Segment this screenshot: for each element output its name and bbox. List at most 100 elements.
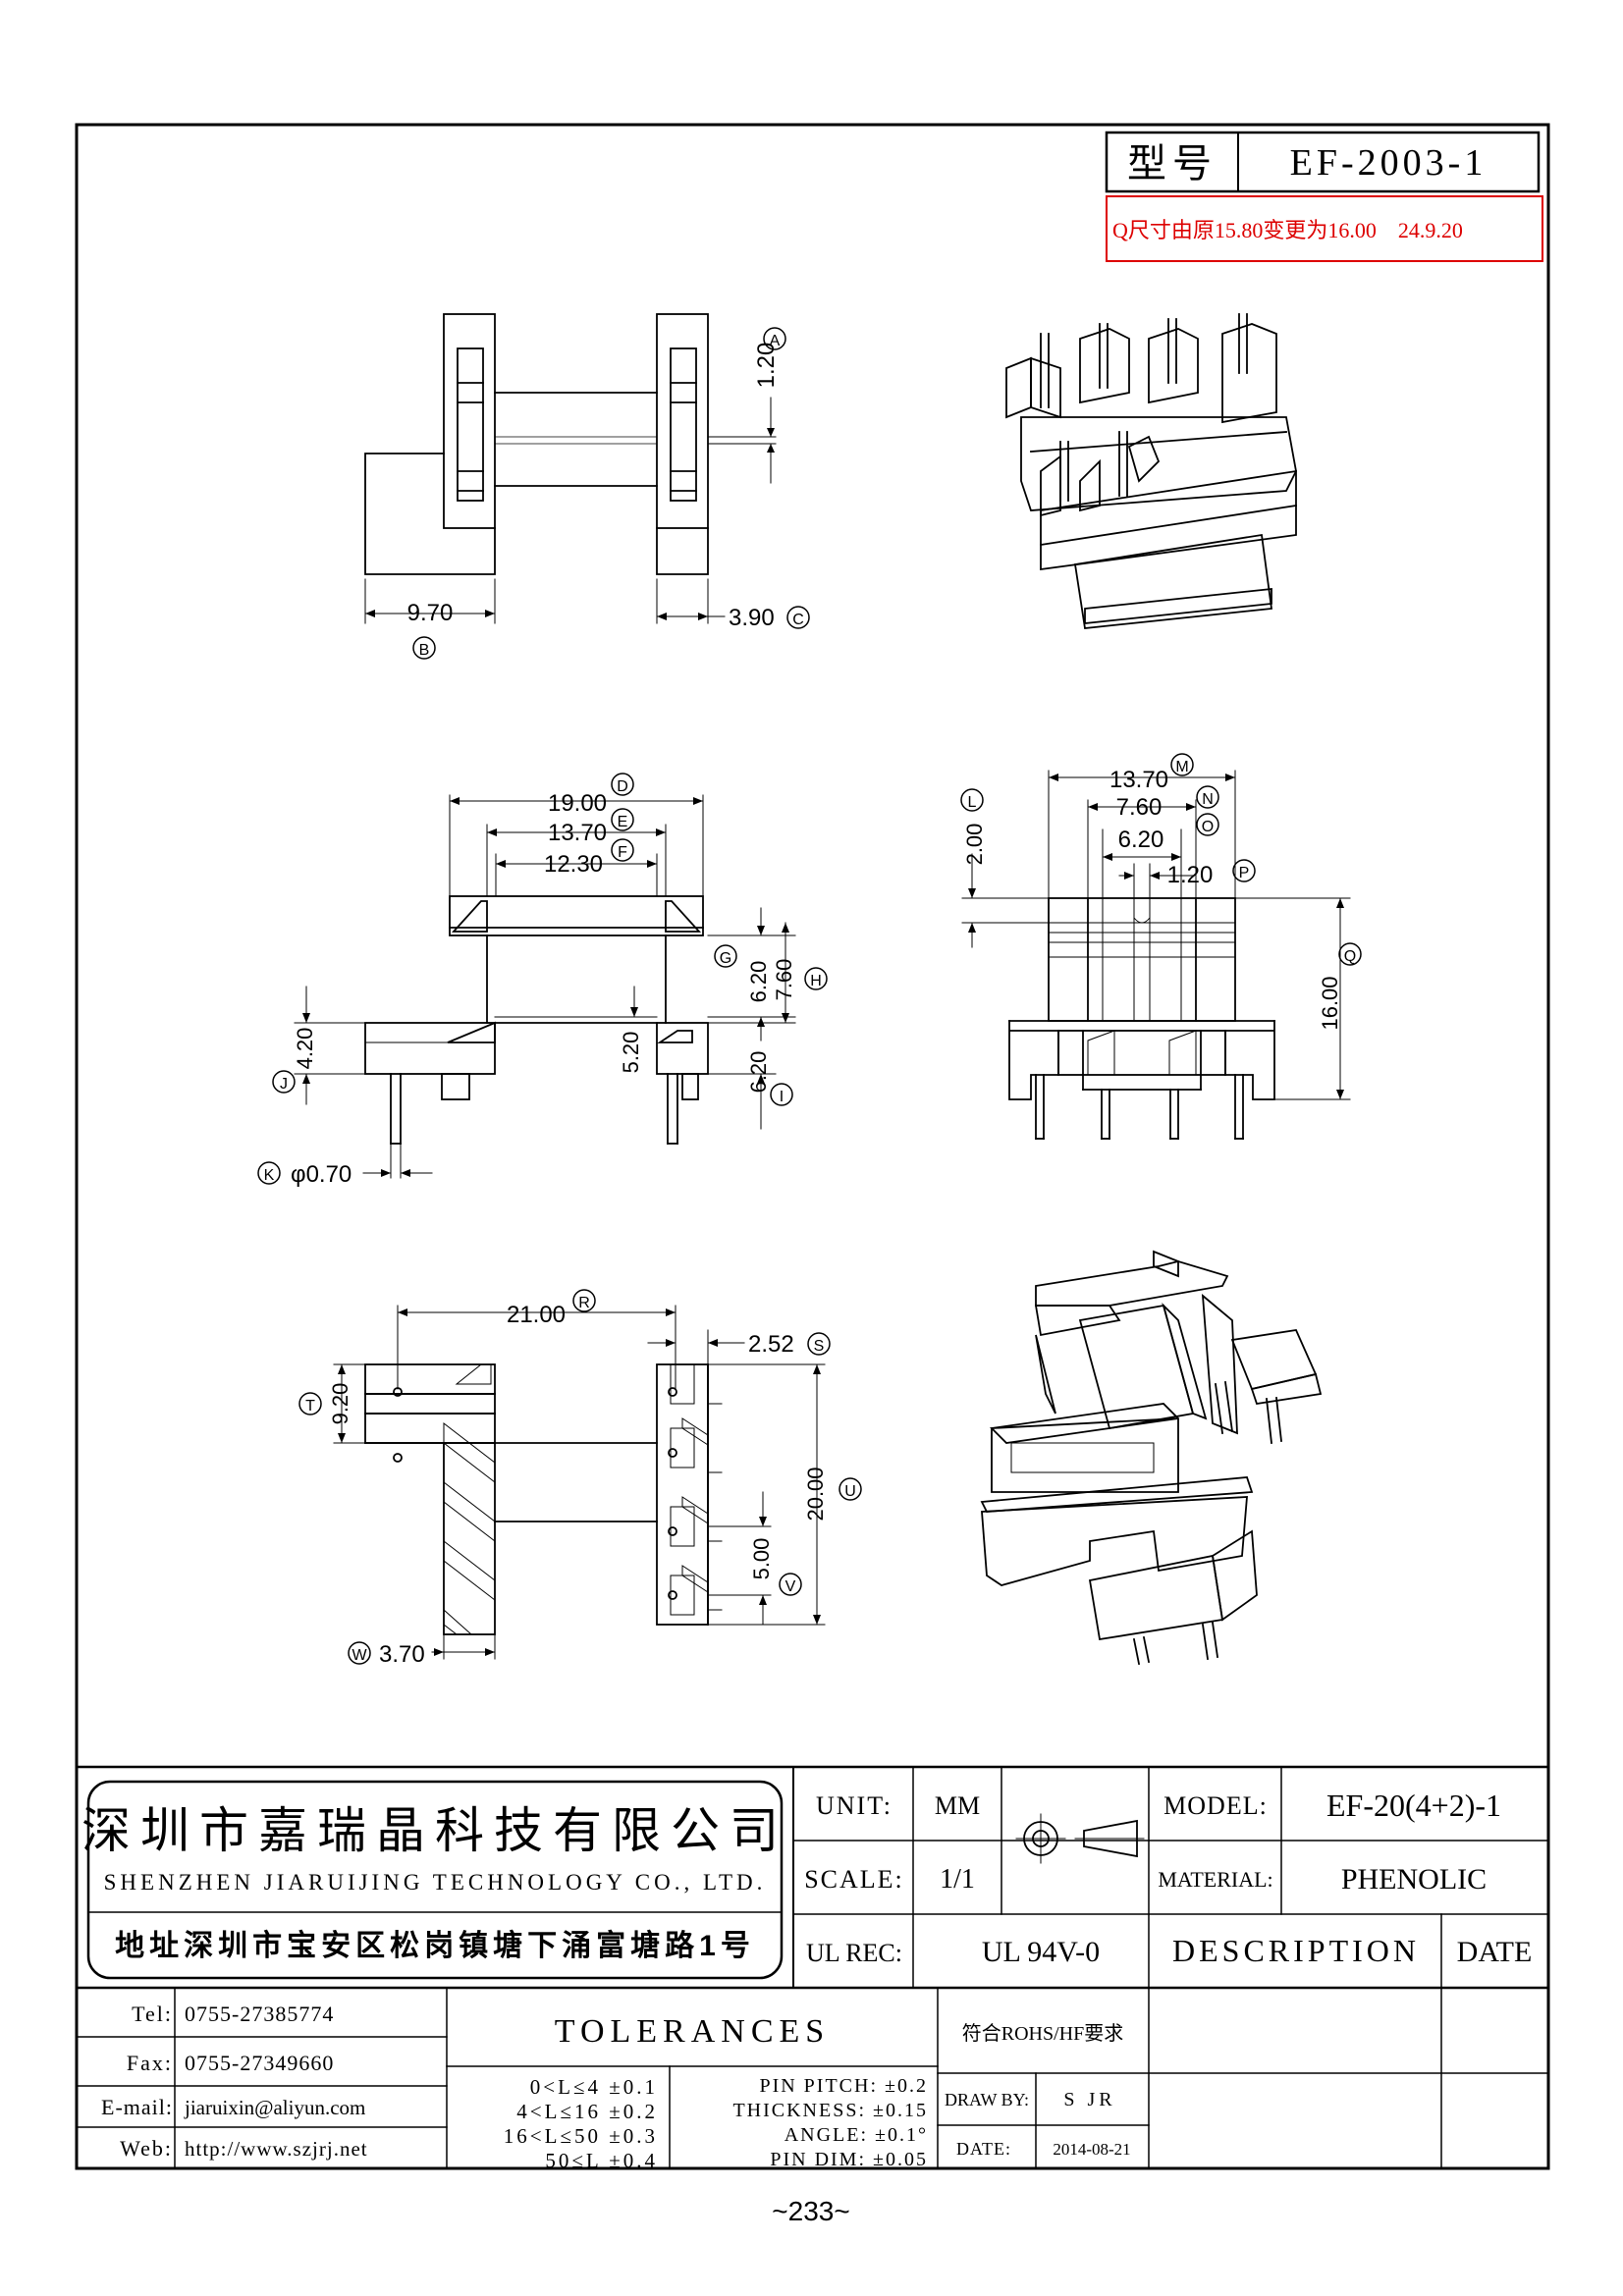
svg-text:I: I: [780, 1089, 784, 1105]
dim-T-value: 9.20: [328, 1383, 352, 1425]
tolerance-range-3: 16<L≤50 ±0.3: [504, 2124, 658, 2148]
dim-C-marker: C: [786, 606, 810, 629]
dim-R-marker: R: [572, 1289, 596, 1312]
company-name-cn: 深圳市嘉瑞晶科技有限公司: [81, 1803, 788, 1858]
ul-rec-value: UL 94V-0: [982, 1936, 1100, 1968]
revision-note: Q尺寸由原15.80变更为16.00 24.9.20: [1112, 218, 1463, 242]
dim-D-marker: D: [611, 773, 634, 796]
svg-text:H: H: [810, 973, 822, 989]
svg-text:P: P: [1239, 865, 1250, 881]
dim-G-value: 6.20: [746, 961, 771, 1003]
dim-E-marker: E: [611, 808, 634, 831]
material-label: MATERIAL:: [1158, 1867, 1272, 1892]
svg-text:L: L: [968, 794, 977, 811]
dim-M-marker: M: [1170, 753, 1194, 776]
dim-O-marker: O: [1196, 813, 1219, 836]
view-front: [294, 794, 796, 1179]
tolerance-spec-4: PIN DIM: ±0.05: [770, 2149, 928, 2170]
svg-text:E: E: [618, 814, 628, 830]
dim-Q-marker: Q: [1338, 942, 1362, 966]
dim-F-marker: F: [611, 838, 634, 862]
dim-Q-value: 16.00: [1318, 976, 1342, 1030]
date-header: DATE: [1457, 1936, 1533, 1968]
draw-by-value: S JR: [1063, 2089, 1115, 2110]
dim-R-value: 21.00: [507, 1302, 566, 1328]
dim-B-marker: B: [412, 636, 436, 660]
material-value: PHENOLIC: [1341, 1863, 1487, 1896]
dim-G-marker: G: [714, 944, 737, 968]
view-side-right: [961, 770, 1351, 1140]
dim-U-value: 20.00: [803, 1467, 828, 1521]
view-isometric-bottom: [980, 1250, 1323, 1666]
dim-J-value: 4.20: [293, 1028, 317, 1070]
svg-text:J: J: [280, 1076, 288, 1093]
company-name-en: SHENZHEN JIARUIJING TECHNOLOGY CO., LTD.: [104, 1870, 767, 1895]
dim-I-value: 6.20: [746, 1051, 771, 1094]
dim-T-marker: T: [298, 1392, 322, 1415]
tolerance-spec-3: ANGLE: ±0.1°: [784, 2124, 928, 2146]
svg-text:G: G: [720, 950, 731, 967]
dim-H-value: 7.60: [772, 959, 796, 1001]
dim-I-marker: I: [770, 1083, 793, 1106]
svg-text:F: F: [618, 844, 627, 861]
svg-text:V: V: [785, 1578, 796, 1595]
svg-text:A: A: [770, 333, 781, 349]
dim-H-marker: H: [804, 967, 828, 990]
email-label: E-mail:: [101, 2095, 173, 2119]
svg-text:K: K: [264, 1167, 275, 1184]
date-value: 2014-08-21: [1053, 2140, 1130, 2159]
dim-E-value: 13.70: [548, 820, 607, 846]
dim-W-value: 3.70: [379, 1641, 425, 1668]
header-model-box: 型号 EF-2003-1: [1105, 131, 1541, 193]
dim-N-value: 7.60: [1116, 794, 1163, 821]
title-block: 深圳市嘉瑞晶科技有限公司 SHENZHEN JIARUIJING TECHNOL…: [75, 1765, 1550, 2172]
dim-S-value: 2.52: [748, 1331, 794, 1358]
model-field-value: EF-20(4+2)-1: [1326, 1788, 1501, 1823]
company-address: 地址深圳市宝安区松岗镇塘下涌富塘路1号: [115, 1929, 755, 1962]
dim-F-value: 12.30: [544, 851, 603, 878]
dim-U-marker: U: [839, 1477, 862, 1501]
dim-D-value: 19.00: [548, 790, 607, 817]
dim-K-value: φ0.70: [291, 1161, 352, 1188]
unit-value: MM: [935, 1791, 980, 1820]
projection-symbol-icon: [1015, 1813, 1145, 1864]
dim-L-value: 2.00: [962, 824, 987, 866]
dim-W-marker: W: [348, 1641, 371, 1665]
tel-label: Tel:: [132, 2002, 173, 2026]
svg-text:T: T: [305, 1398, 315, 1415]
dim-L-marker: L: [960, 788, 984, 812]
web-value: http://www.szjrj.net: [185, 2137, 368, 2161]
tolerance-range-1: 0<L≤4 ±0.1: [530, 2075, 658, 2099]
tolerance-range-4: 50≤L ±0.4: [545, 2149, 658, 2172]
dim-5-20-value: 5.20: [619, 1032, 643, 1074]
unit-label: UNIT:: [816, 1791, 893, 1820]
dim-N-marker: N: [1196, 785, 1219, 809]
sheet-border: [75, 123, 1550, 2170]
svg-text:W: W: [352, 1647, 367, 1664]
web-label: Web:: [120, 2136, 173, 2161]
dim-O-value: 6.20: [1118, 827, 1164, 853]
model-code: EF-2003-1: [1290, 142, 1488, 184]
dim-A-marker: A: [763, 327, 786, 350]
dim-P-value: 1.20: [1167, 862, 1214, 888]
model-field-label: MODEL:: [1163, 1791, 1268, 1820]
view-isometric-top: [1005, 313, 1298, 629]
svg-text:O: O: [1202, 819, 1214, 835]
dim-V-marker: V: [779, 1573, 802, 1596]
dim-S-marker: S: [807, 1332, 831, 1356]
svg-text:B: B: [419, 642, 430, 659]
date-label: DATE:: [956, 2139, 1011, 2159]
email-value: jiaruixin@aliyun.com: [184, 2096, 365, 2119]
tolerances-title: TOLERANCES: [555, 2013, 830, 2050]
svg-text:D: D: [617, 778, 628, 795]
draw-by-label: DRAW BY:: [945, 2090, 1029, 2109]
page-number: ~233~: [772, 2196, 849, 2226]
company-frame: [86, 1780, 784, 1980]
svg-text:U: U: [844, 1483, 856, 1500]
rohs-note: 符合ROHS/HF要求: [962, 2022, 1123, 2045]
dim-J-marker: J: [272, 1070, 296, 1094]
dim-B-value: 9.70: [407, 600, 454, 626]
view-side-top: [364, 313, 777, 624]
tel-value: 0755-27385774: [185, 2002, 334, 2026]
svg-text:S: S: [814, 1338, 825, 1355]
